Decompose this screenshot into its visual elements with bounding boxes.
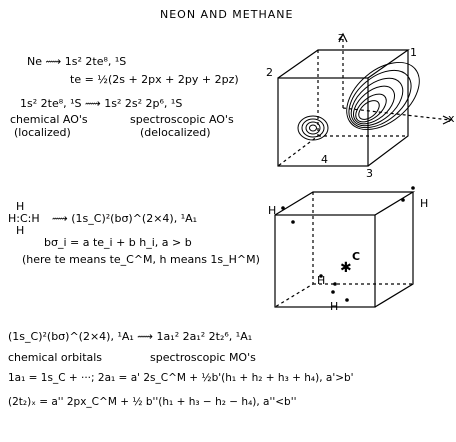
te-definition: te = ½(2s + 2px + 2py + 2pz) xyxy=(70,73,239,86)
axis-z-label: z xyxy=(338,30,344,43)
methane-h1-label: H xyxy=(268,204,277,217)
methane-h2-label: H xyxy=(420,197,429,210)
carbon-center-marker: ✱ xyxy=(340,260,352,276)
corner-1-label: 1 xyxy=(410,46,417,59)
corner-2-label: 2 xyxy=(266,66,273,79)
chemical-orbitals-label: chemical orbitals xyxy=(8,351,103,364)
spectroscopic-mos-label: spectroscopic MO's xyxy=(150,351,256,364)
localized-label: (localized) xyxy=(14,126,71,139)
methane-h4-label: H xyxy=(330,300,339,313)
t2-orbital-equation: (2t₂)ₓ = a'' 2px_C^M + ½ b''(h₁ + h₃ − h… xyxy=(8,396,297,408)
corner-3-label: 3 xyxy=(366,167,373,180)
methane-lewis: H:C:H xyxy=(8,212,40,225)
methane-cube xyxy=(274,186,416,308)
neon-configuration: Ne ⟿ 1s² 2te⁸, ¹S xyxy=(27,55,127,68)
axis-x-label: x xyxy=(448,112,455,125)
chemical-ao-label: chemical AO's xyxy=(10,113,88,126)
spectroscopic-ao-label: spectroscopic AO's xyxy=(130,113,234,126)
methane-configuration: ⟿ (1s_C)²(bσ)^(2×4), ¹A₁ xyxy=(52,212,198,225)
mo-transformation: (1s_C)²(bσ)^(2×4), ¹A₁ ⟿ 1a₁² 2a₁² 2t₂⁶,… xyxy=(8,330,253,343)
page-title: NEON AND METHANE xyxy=(160,8,294,21)
a1-orbitals-equation: 1a₁ = 1s_C + ···; 2a₁ = a' 2s_C^M + ½b'(… xyxy=(8,372,354,384)
neon-orbital-cube xyxy=(277,32,453,167)
methane-h-bottom: H xyxy=(16,224,25,237)
corner-4-label: 4 xyxy=(321,153,328,166)
carbon-label: C xyxy=(352,250,361,263)
neon-transformation: 1s² 2te⁸, ¹S ⟿ 1s² 2s² 2p⁶, ¹S xyxy=(20,97,183,110)
delocalized-label: (delocalized) xyxy=(140,126,211,139)
methane-h-top: H xyxy=(16,200,25,213)
methane-h3-label: H xyxy=(317,274,326,287)
notation-note: (here te means te_C^M, h means 1s_H^M) xyxy=(22,253,260,266)
bond-orbital-definition: bσ_i = a te_i + b h_i, a > b xyxy=(44,236,192,249)
